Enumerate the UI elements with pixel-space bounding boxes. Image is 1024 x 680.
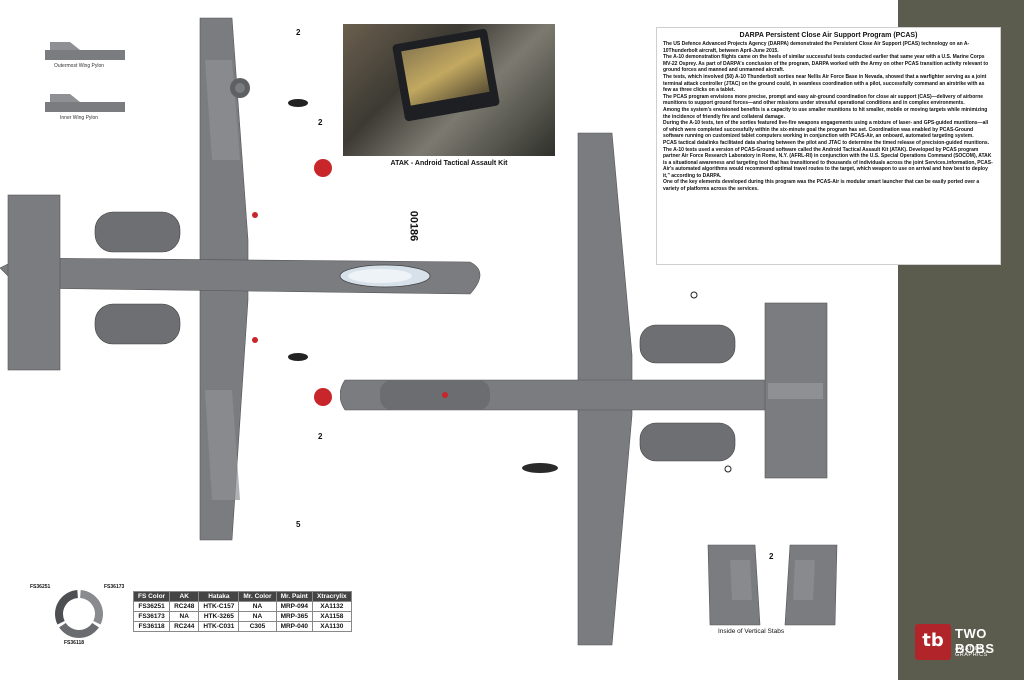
table-cell: MRP-094	[275, 601, 314, 612]
logo-tagline: AVIATION GRAPHICS	[955, 646, 988, 658]
table-cell: XA1130	[312, 621, 352, 632]
table-cell: XA1132	[312, 601, 352, 612]
ring-segment-fs36251	[79, 590, 103, 625]
stabs-label: Inside of Vertical Stabs	[718, 628, 785, 635]
paint-color-table: FS Color AK Hataka Mr. Color Mr. Paint X…	[132, 591, 352, 632]
callout-2-a: 2	[296, 28, 301, 37]
atak-photo	[343, 24, 555, 156]
panel-title: DARPA Persistent Close Air Support Progr…	[739, 32, 918, 39]
two-bobs-logo: tb TWO BOBS AVIATION GRAPHICS	[915, 620, 1015, 660]
logo-name: TWO BOBS	[955, 626, 995, 656]
legend-label-fs36251: FS36251	[30, 584, 51, 590]
panel-paragraph: The US Defence Advanced Projects Agency …	[663, 41, 970, 54]
panel-paragraph: During the A-10 tests, ten of the sortie…	[663, 120, 989, 140]
inner-pylon-label: Inner Wing Pylon	[60, 115, 99, 121]
top-view-aircraft	[0, 17, 481, 541]
table-row: FS36118 RC244 HTK-C031 C305 MRP-040 XA11…	[132, 621, 352, 632]
panel-paragraph: The PCAS program envisions more precise,…	[663, 93, 984, 107]
table-header: Xtracrylix	[312, 591, 352, 602]
table-cell: NA	[238, 611, 277, 622]
logo-mark: tb	[915, 624, 951, 660]
table-cell: NA	[169, 611, 200, 622]
ring-segment-fs36173	[59, 622, 99, 638]
panel-paragraph: One of the key elements developed during…	[663, 179, 980, 193]
panel-paragraph: The A-10 tests used a version of PCAS-Gr…	[663, 146, 993, 179]
outer-pylon-label: Outermost Wing Pylon	[54, 63, 105, 69]
photo-caption: ATAK - Android Tactical Assault Kit	[390, 160, 508, 167]
table-cell: FS36251	[132, 601, 171, 612]
table-cell: RC248	[169, 601, 200, 612]
callout-2-c: 2	[318, 432, 323, 441]
table-cell: XA1158	[312, 611, 352, 622]
table-row: FS36173 NA HTK-3265 NA MRP-365 XA1158	[132, 611, 352, 622]
panel-paragraph: The A-10 demonstration flights came on t…	[663, 54, 989, 74]
legend-label-fs36118: FS36118	[64, 640, 85, 646]
table-cell: HTK-C157	[198, 601, 240, 612]
bottom-view-aircraft	[340, 132, 828, 646]
table-cell: MRP-040	[275, 621, 314, 632]
table-header: FS Color	[132, 591, 171, 602]
legend-label-fs36173: FS36173	[104, 584, 125, 590]
callout-2-b: 2	[318, 118, 323, 127]
table-header: Mr. Paint	[275, 591, 314, 602]
panel-paragraph: PCAS tactical datalinks facilitated data…	[663, 139, 990, 146]
table-cell: FS36118	[132, 621, 171, 632]
stab-callout-2: 2	[769, 552, 774, 561]
table-header: Mr. Color	[238, 591, 277, 602]
vertical-stabs	[707, 544, 838, 626]
table-row: FS36251 RC248 HTK-C157 NA MRP-094 XA1132	[132, 601, 352, 612]
table-cell: NA	[238, 601, 277, 612]
table-cell: HTK-3265	[198, 611, 240, 622]
panel-paragraph: The tests, which involved (50) A-10 Thun…	[663, 73, 987, 94]
color-ring	[55, 590, 103, 638]
panel-paragraph: Among the system's envisioned benefits i…	[663, 106, 988, 120]
table-cell: MRP-365	[275, 611, 314, 622]
table-cell: HTK-C031	[198, 621, 240, 632]
table-cell: RC244	[169, 621, 200, 632]
pylon-details	[45, 42, 125, 112]
pcas-text-panel: DARPA Persistent Close Air Support Progr…	[656, 27, 1001, 265]
table-header: AK	[169, 591, 200, 602]
ring-segment-fs36118	[55, 590, 79, 625]
table-header: Hataka	[198, 591, 240, 602]
table-cell: FS36173	[132, 611, 171, 622]
table-cell: C305	[238, 621, 277, 632]
callout-5: 5	[296, 520, 301, 529]
